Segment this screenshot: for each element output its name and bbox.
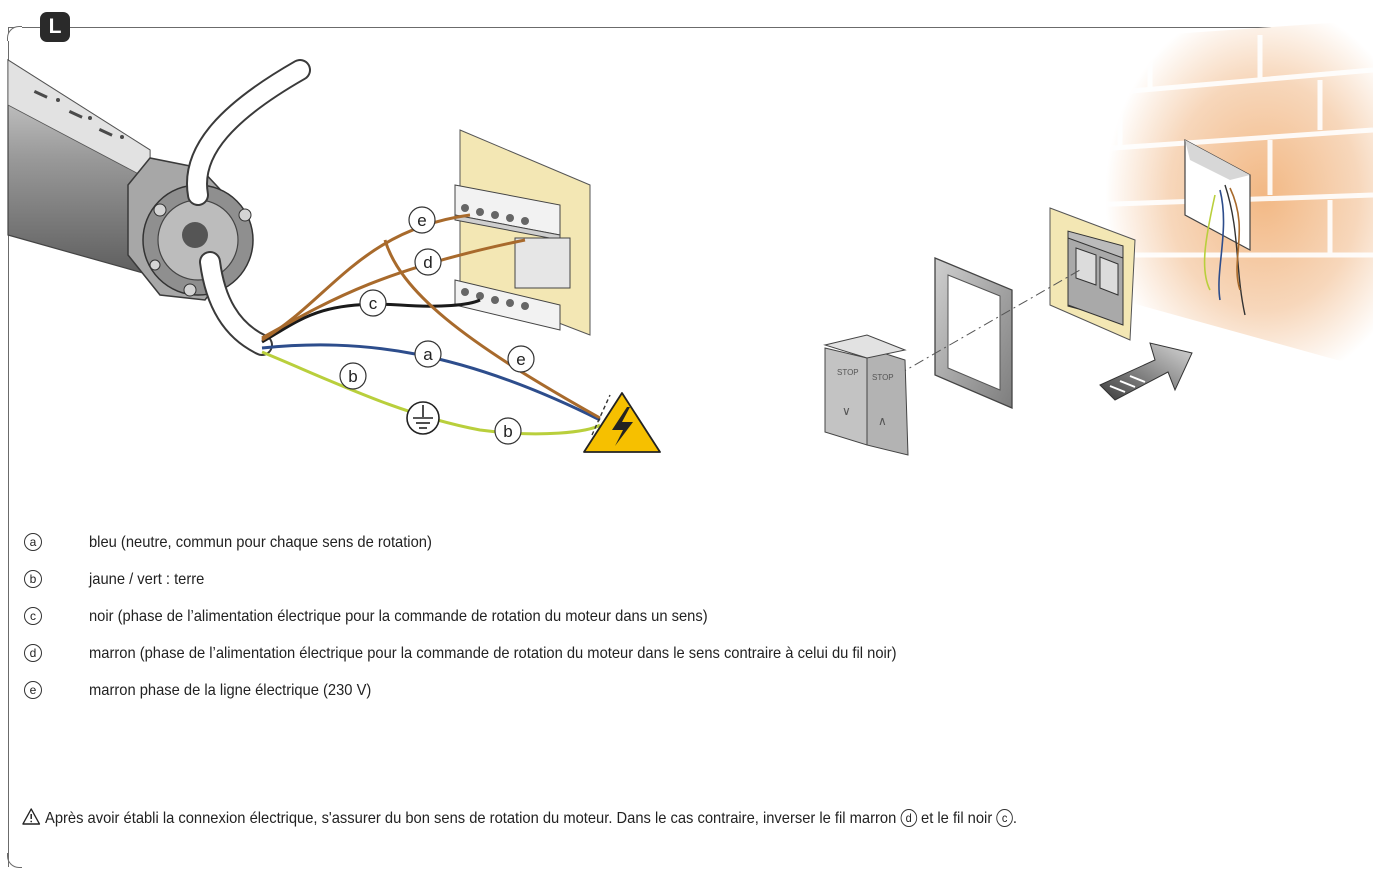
switch-cover-buttons: STOP STOP ∨ ∧ [823,334,909,456]
warning-text-after: . [1012,810,1017,827]
legend-marker: b [24,570,42,588]
warning-text-before: Après avoir établi la connexion électriq… [45,810,897,827]
wire-label-e-top: e [417,211,426,230]
direction-arrow-icon [1099,342,1193,401]
legend-text: noir (phase de l’alimentation électrique… [89,608,708,625]
warning-text-middle: et le fil noir [921,810,993,827]
legend-text: marron (phase de l’alimentation électriq… [89,645,897,662]
legend-text: jaune / vert : terre [89,571,205,588]
wire-label-b-left: b [348,367,357,386]
wire-label-c: c [369,294,378,313]
switch-frame [934,257,1013,409]
cover-left-arrow-label: ∨ [842,404,851,418]
legend-marker: c [24,607,42,625]
wire-label-d: d [423,253,432,272]
wire-label-a: a [423,345,433,364]
legend-marker: e [24,681,42,699]
legend-marker: d [24,644,42,662]
frame-top-border [8,27,1373,28]
cover-left-stop-label: STOP [837,368,859,377]
earth-ground-icon [406,401,440,435]
high-voltage-icon [583,392,661,453]
legend-text: marron phase de la ligne électrique (230… [89,682,372,699]
warning-marker-d: d [900,809,917,827]
cover-right-arrow-label: ∧ [878,414,887,428]
section-badge: L [40,12,70,42]
warning-triangle-icon [22,808,41,825]
wiring-illustration: e d c a e b b [7,20,1373,456]
wire-label-b-right: b [503,422,512,441]
legend-marker: a [24,533,42,551]
warning-note: Après avoir établi la connexion électriq… [22,808,1017,830]
legend-text: bleu (neutre, commun pour chaque sens de… [89,534,432,551]
frame-left-border [8,27,9,867]
frame-corner-top-left [6,25,22,41]
wire-label-e-bottom: e [516,350,525,369]
warning-marker-c: c [996,809,1013,827]
switch-terminal-block [454,129,591,336]
switch-mechanism [1049,207,1136,341]
cover-right-stop-label: STOP [872,373,894,382]
